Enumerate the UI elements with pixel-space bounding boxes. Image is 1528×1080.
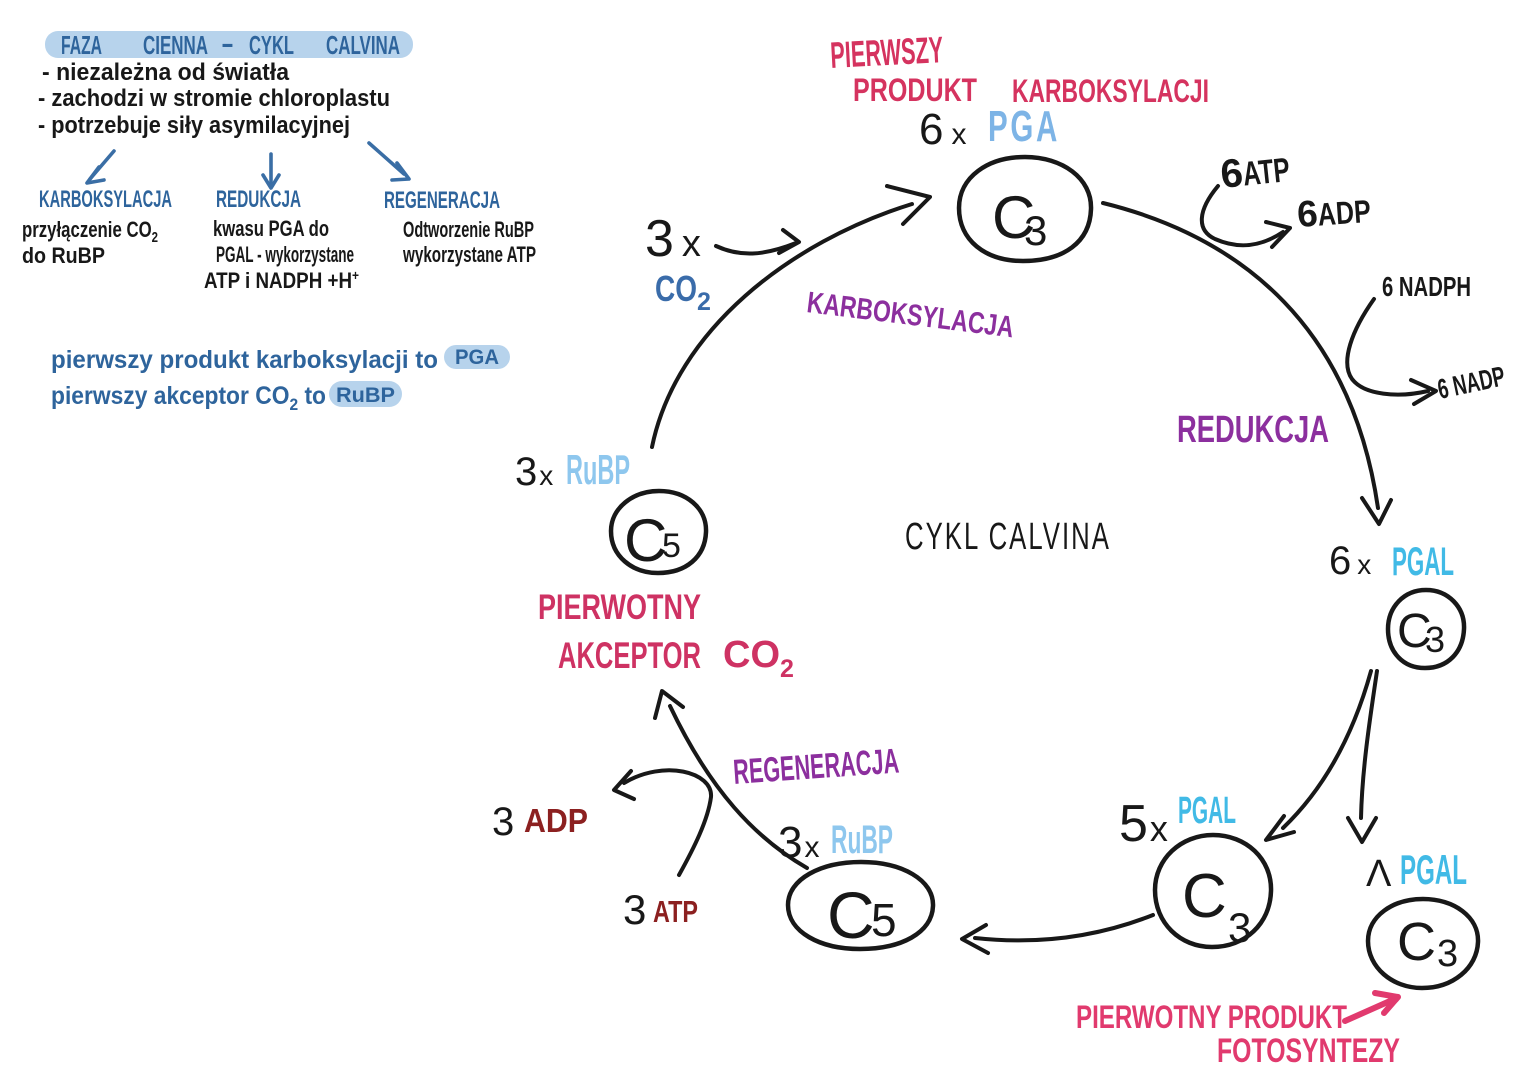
svg-text:CO2: CO2 [723,634,794,683]
svg-text:PGA: PGA [455,346,499,369]
svg-text:PGAL - wykorzystane: PGAL - wykorzystane [216,242,354,267]
svg-text:6ADP: 6ADP [1296,189,1372,235]
svg-text:C: C [992,184,1035,251]
svg-text:CO2: CO2 [655,268,711,316]
svg-text:PIERWOTNY PRODUKT: PIERWOTNY PRODUKT [1076,999,1347,1035]
svg-text:C: C [624,507,667,574]
svg-text:C: C [1182,862,1227,931]
svg-text:-: - [221,28,234,58]
svg-text:6x: 6x [919,105,966,154]
svg-text:REDUKCJA: REDUKCJA [216,186,301,213]
svg-text:PGAL: PGAL [1400,846,1467,893]
svg-text:PGAL: PGAL [1178,790,1236,832]
svg-text:RuBP: RuBP [336,384,395,407]
svg-text:C: C [1397,912,1436,972]
svg-text:do RuBP: do RuBP [22,243,105,268]
svg-text:3x: 3x [778,818,819,867]
svg-text:RuBP: RuBP [566,446,630,493]
svg-text:5: 5 [871,894,897,946]
svg-text:3: 3 [1024,207,1047,254]
svg-text:RuBP: RuBP [831,818,893,862]
svg-text:C: C [1397,605,1432,658]
svg-text:Λ: Λ [1366,853,1392,895]
svg-text:ATP i NADPH +H+: ATP i NADPH +H+ [204,267,359,293]
svg-text:kwasu PGA do: kwasu PGA do [213,216,329,241]
svg-text:AKCEPTOR: AKCEPTOR [558,635,701,676]
svg-text:CIENNA: CIENNA [143,30,208,60]
svg-text:6x: 6x [1329,539,1371,583]
svg-text:6 NADP: 6 NADP [1435,360,1508,404]
svg-text:6 NADPH: 6 NADPH [1382,271,1471,302]
svg-text:3: 3 [492,800,514,844]
svg-text:3: 3 [1437,933,1458,975]
svg-text:ADP: ADP [524,802,588,839]
svg-text:PIERWSZY: PIERWSZY [829,29,944,76]
svg-text:3: 3 [1228,904,1251,951]
svg-text:KARBOKSYLACJI: KARBOKSYLACJI [1012,73,1209,109]
svg-text:CALVINA: CALVINA [326,30,400,60]
svg-text:C: C [827,878,875,952]
svg-text:6ATP: 6ATP [1218,146,1291,197]
svg-text:FAZA: FAZA [61,30,102,60]
svg-text:3: 3 [1425,619,1445,660]
svg-text:5x: 5x [1119,795,1168,853]
svg-text:REGENERACJA: REGENERACJA [384,187,500,214]
svg-text:pierwszy akceptor CO2 to: pierwszy akceptor CO2 to [51,382,326,414]
svg-text:KARBOKSYLACJA: KARBOKSYLACJA [39,186,172,213]
svg-text:Odtworzenie RuBP: Odtworzenie RuBP [403,217,534,242]
svg-text:REDUKCJA: REDUKCJA [1177,409,1329,451]
svg-text:ATP: ATP [653,894,698,929]
svg-text:CYKL CALVINA: CYKL CALVINA [905,516,1111,558]
svg-text:- zachodzi w stromie chlorop: - zachodzi w stromie chloroplastu [38,85,390,112]
svg-text:pierwszy produkt karboksylac: pierwszy produkt karboksylacji to [51,346,438,374]
svg-text:- niezależna od światła: - niezależna od światła [42,59,290,86]
svg-text:PRODUKT: PRODUKT [853,72,977,108]
svg-text:CYKL: CYKL [249,30,294,60]
svg-text:przyłączenie CO2: przyłączenie CO2 [22,217,158,246]
svg-text:REGENERACJA: REGENERACJA [732,741,900,791]
svg-text:PGAL: PGAL [1392,540,1454,584]
svg-text:FOTOSYNTEZY: FOTOSYNTEZY [1217,1032,1400,1070]
svg-text:- potrzebuje siły asymilacyj: - potrzebuje siły asymilacyjnej [38,112,350,139]
svg-text:KARBOKSYLACJA: KARBOKSYLACJA [805,286,1015,344]
svg-text:3x: 3x [515,450,553,494]
svg-text:5: 5 [662,527,681,565]
svg-text:PGA: PGA [988,102,1060,151]
svg-text:3x: 3x [645,210,701,268]
svg-text:wykorzystane ATP: wykorzystane ATP [402,242,536,267]
svg-text:3: 3 [623,886,646,933]
svg-text:PIERWOTNY: PIERWOTNY [538,588,701,627]
